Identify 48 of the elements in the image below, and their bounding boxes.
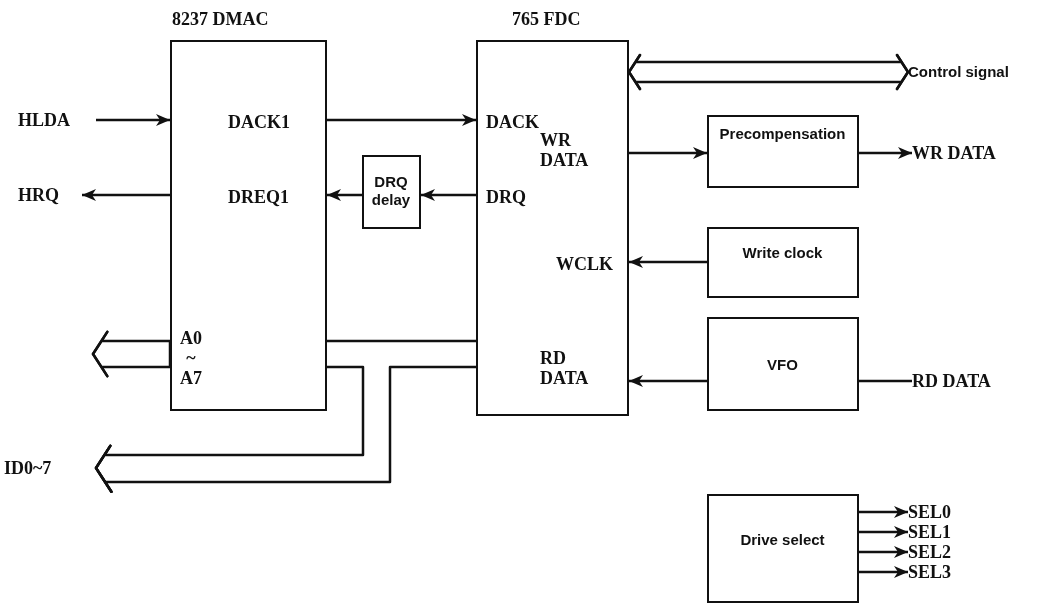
block-label: DRQ delay — [370, 173, 412, 209]
drive-select-block — [707, 494, 859, 603]
pin-label: WCLK — [556, 254, 613, 274]
bus-arrow — [94, 365, 476, 494]
bus-arrow — [627, 53, 910, 91]
signal-label: SEL0 — [908, 502, 968, 522]
signal-label: SEL3 — [908, 562, 968, 582]
pin-label: DRQ — [486, 187, 526, 207]
vfo-block — [707, 317, 859, 411]
delay-block — [362, 155, 421, 229]
pin-label: WR DATA — [540, 130, 590, 170]
arrow — [629, 256, 707, 268]
signal-label: SEL2 — [908, 542, 968, 562]
connector-line — [859, 379, 912, 383]
signal-label: HLDA — [18, 109, 96, 131]
signal-label: HRQ — [18, 184, 82, 206]
block-label: Drive select — [739, 531, 826, 549]
arrow — [327, 189, 362, 201]
clock-block — [707, 227, 859, 298]
signal-label: SEL1 — [908, 522, 968, 542]
chip-label: 765 FDC — [512, 9, 581, 29]
block-label: Write clock — [741, 244, 824, 262]
signal-label: ID0~7 — [4, 457, 96, 479]
arrow — [82, 189, 170, 201]
arrow — [859, 526, 908, 538]
arrow — [859, 566, 908, 578]
pin-label: DACK1 — [228, 112, 290, 132]
pin-label: DACK — [486, 112, 539, 132]
signal-label: RD DATA — [912, 370, 1042, 392]
signal-label: WR DATA — [912, 142, 1042, 164]
block-label: Precompensation — [718, 125, 847, 143]
block-label: VFO — [766, 356, 799, 374]
arrow — [859, 506, 908, 518]
bus-line — [327, 339, 476, 343]
pin-label: DREQ1 — [228, 187, 289, 207]
arrow — [421, 189, 476, 201]
pin-label: A0 ~ A7 — [179, 328, 203, 388]
pin-label: RD DATA — [540, 348, 590, 388]
arrow — [629, 147, 707, 159]
signal-label: Control signal — [908, 62, 1054, 82]
arrow — [859, 546, 908, 558]
precompensation-block — [707, 115, 859, 188]
arrow — [859, 147, 912, 159]
arrow — [327, 114, 476, 126]
arrow — [629, 375, 707, 387]
arrow — [96, 114, 170, 126]
bus-arrow — [91, 330, 172, 378]
chip-label: 8237 DMAC — [172, 9, 269, 29]
